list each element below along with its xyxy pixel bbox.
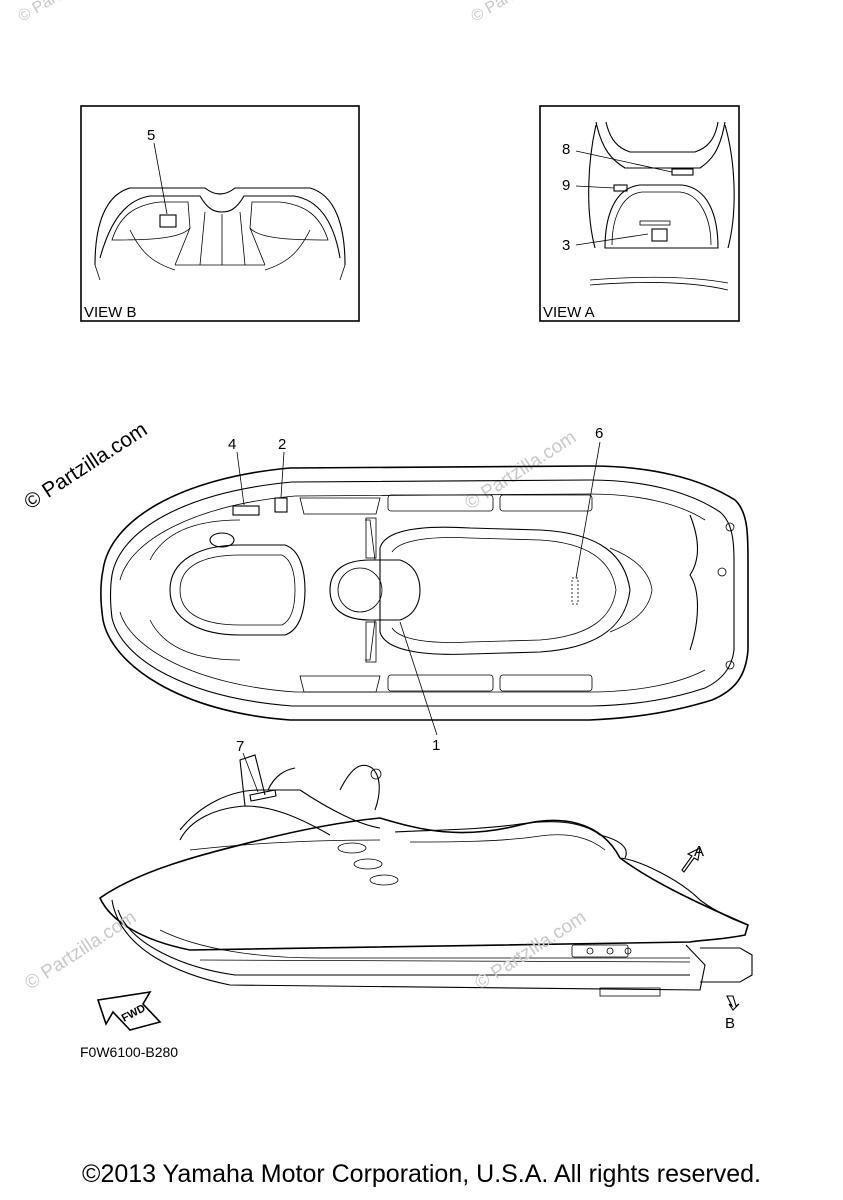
- callout-2: 2: [278, 436, 286, 453]
- watermark-top-center: © Partzilla.com: [469, 0, 571, 25]
- callout-8: 8: [562, 141, 570, 158]
- diagram-code: F0W6100-B280: [80, 1044, 178, 1060]
- callout-4: 4: [228, 436, 236, 453]
- view-b-panel: 5 VIEW B: [80, 105, 360, 322]
- view-b-arrow: B: [725, 995, 740, 1032]
- watermark-main: © Partzilla.com: [20, 418, 151, 514]
- view-a-label: VIEW A: [543, 304, 595, 321]
- top-view-watercraft: 4 2 6 1: [99, 425, 749, 754]
- callout-5: 5: [147, 127, 155, 144]
- watermark-faint-low-left: © Partzilla.com: [21, 907, 140, 994]
- callout-1: 1: [432, 737, 440, 754]
- fwd-arrow: FWD: [96, 990, 162, 1031]
- callout-9: 9: [562, 177, 570, 194]
- side-view-watercraft: 7: [98, 738, 753, 997]
- view-b-label: VIEW B: [84, 304, 137, 321]
- fwd-label: FWD: [120, 1002, 148, 1024]
- watermark-top-left: © Partzilla.com: [16, 0, 118, 25]
- view-a-panel: 8 9 3 VIEW A: [539, 105, 740, 322]
- callout-6: 6: [595, 425, 603, 442]
- copyright-notice: ©2013 Yamaha Motor Corporation, U.S.A. A…: [82, 1160, 761, 1188]
- watermark-faint-mid: © Partzilla.com: [461, 427, 580, 514]
- callout-7: 7: [236, 738, 244, 755]
- arrow-a-label: A: [694, 843, 704, 860]
- arrow-b-label: B: [725, 1015, 735, 1032]
- view-a-arrow: A: [681, 843, 704, 873]
- callout-3: 3: [562, 237, 570, 254]
